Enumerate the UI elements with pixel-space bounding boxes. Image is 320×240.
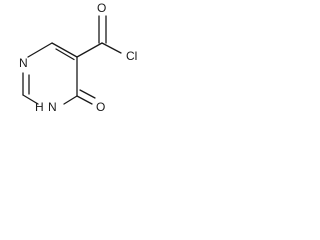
- bond-c6-o: [76, 95, 93, 105]
- atom-h3: H: [35, 100, 44, 114]
- atom-o-acyl: O: [97, 1, 106, 15]
- bond-c4-n1: [27, 42, 53, 58]
- bond-c4-c5-inner: [55, 48, 75, 61]
- bond-acyl-cl: [101, 42, 122, 54]
- atom-cl: Cl: [126, 49, 137, 63]
- pyrimidine-carbonyl-chloride-structure: N N H O O Cl: [19, 1, 137, 114]
- bond-n3-c6: [63, 95, 78, 105]
- atom-n1: N: [19, 56, 28, 70]
- atom-o-ring: O: [96, 100, 105, 114]
- bond-c2-n3: [22, 94, 39, 105]
- bond-c6-o-double: [79, 89, 96, 99]
- bond-c5-acyl: [76, 42, 103, 58]
- atom-n3: N: [48, 100, 57, 114]
- bond-c4-c5: [51, 42, 78, 58]
